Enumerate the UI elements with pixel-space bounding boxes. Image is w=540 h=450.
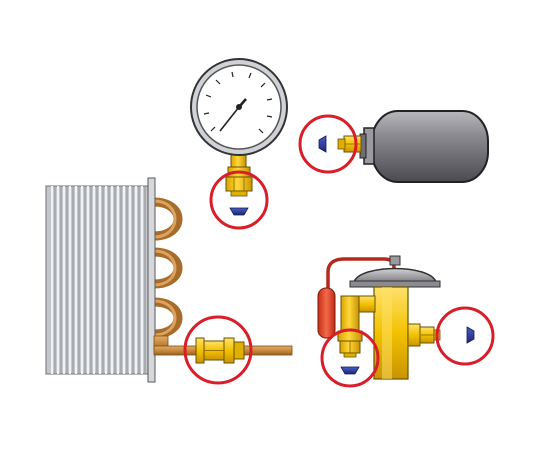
highlight-circle-cylinder: [298, 114, 358, 174]
gauge-ticks: [203, 71, 273, 134]
valve-icon: [317, 255, 441, 380]
cylinder-icon: [337, 110, 489, 183]
highlight-circle-pipe: [183, 315, 253, 385]
pressure-gauge-icon: [190, 58, 288, 197]
gauge-needle: [219, 106, 240, 132]
union-fitting: [195, 337, 245, 364]
flare-nut-icon-cylinder: [318, 135, 327, 153]
flare-nut-icon: [229, 207, 249, 216]
highlight-circle-gauge: [209, 170, 269, 230]
flare-nut-icon-valve-outlet: [466, 326, 475, 344]
highlight-circle-valve-inlet: [320, 328, 380, 388]
flare-nut-icon-valve-inlet: [340, 366, 360, 375]
coil-icon: [45, 177, 183, 383]
highlight-circle-valve-outlet: [435, 306, 495, 366]
